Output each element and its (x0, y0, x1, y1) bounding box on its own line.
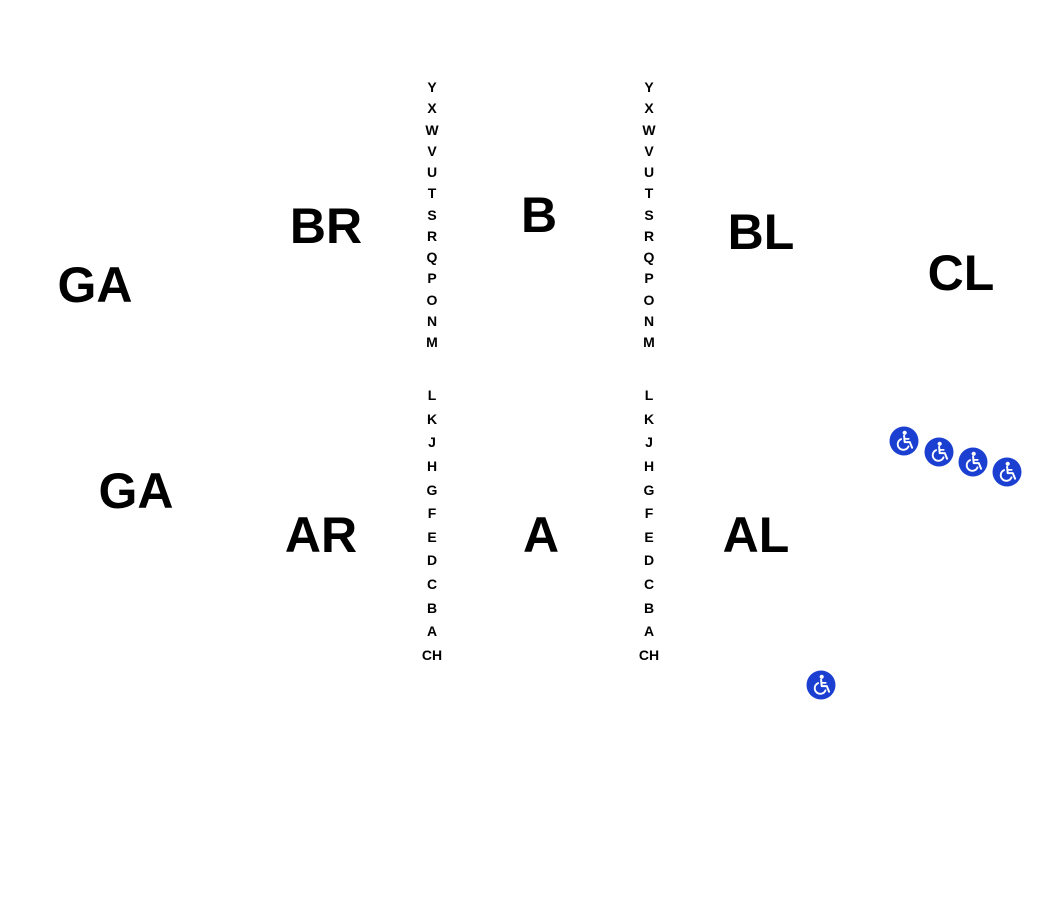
row-label: P (427, 270, 437, 287)
row-label: P (644, 270, 654, 287)
row-label: H (643, 457, 655, 474)
row-label: G (643, 481, 655, 498)
row-label: A (426, 623, 438, 640)
row-label: S (427, 206, 437, 223)
row-label: T (644, 185, 654, 202)
row-label: L (644, 387, 654, 403)
wheelchair-icon (896, 430, 914, 451)
section-a[interactable]: A (522, 507, 560, 563)
row-label: O (643, 291, 655, 308)
row-label: C (643, 576, 655, 593)
wheelchair-icon (813, 674, 831, 695)
row-label: E (644, 528, 654, 545)
row-label: J (645, 434, 653, 451)
row-label: R (643, 227, 655, 244)
row-label: F (427, 505, 437, 522)
row-label: L (427, 387, 437, 403)
wheelchair-spot[interactable] (958, 447, 988, 477)
section-br[interactable]: BR (289, 198, 363, 254)
row-label: X (427, 100, 437, 117)
row-label: W (642, 121, 656, 138)
row-label: A (643, 623, 655, 640)
row-label: C (426, 576, 438, 593)
row-label: T (427, 185, 437, 202)
wheelchair-spot[interactable] (806, 670, 836, 700)
wheelchair-spot[interactable] (924, 437, 954, 467)
row-label: R (426, 227, 438, 244)
row-label: H (426, 457, 438, 474)
row-label: K (643, 410, 655, 427)
wheelchair-icon (965, 451, 983, 472)
row-label: D (643, 552, 655, 569)
row-label: N (643, 312, 655, 329)
row-label: Y (427, 79, 437, 95)
section-al[interactable]: AL (722, 507, 790, 563)
row-label: V (644, 142, 654, 159)
section-bl[interactable]: BL (727, 204, 795, 260)
row-label: K (426, 410, 438, 427)
row-label: B (426, 599, 438, 616)
section-ar[interactable]: AR (284, 507, 358, 563)
section-b[interactable]: B (520, 187, 558, 243)
section-ga-lower[interactable]: GA (98, 463, 174, 519)
wheelchair-icon (999, 461, 1017, 482)
row-label: E (427, 528, 437, 545)
wheelchair-spot[interactable] (992, 457, 1022, 487)
row-label: X (644, 100, 654, 117)
row-label: M (426, 334, 438, 350)
row-label: D (426, 552, 438, 569)
section-cl[interactable]: CL (927, 245, 995, 301)
wheelchair-spot[interactable] (889, 426, 919, 456)
row-label: B (643, 599, 655, 616)
row-label: N (426, 312, 438, 329)
row-label: V (427, 142, 437, 159)
row-label: W (425, 121, 439, 138)
row-label: S (644, 206, 654, 223)
row-label: F (644, 505, 654, 522)
wheelchair-icon (931, 441, 949, 462)
row-label: Y (644, 79, 654, 95)
row-label: G (426, 481, 438, 498)
row-label: CH (421, 647, 443, 664)
row-label: J (428, 434, 436, 451)
section-ga-upper[interactable]: GA (57, 257, 133, 313)
row-label: Q (643, 249, 655, 265)
row-label: CH (638, 647, 660, 664)
row-label: M (643, 334, 655, 350)
row-label: U (643, 164, 655, 180)
row-label: Q (426, 249, 438, 265)
row-label: U (426, 164, 438, 180)
row-label: O (426, 291, 438, 308)
